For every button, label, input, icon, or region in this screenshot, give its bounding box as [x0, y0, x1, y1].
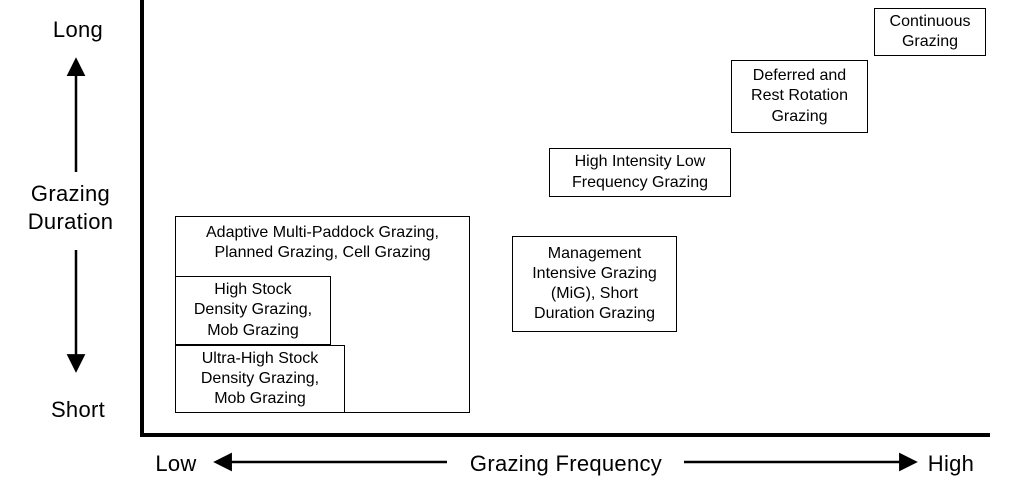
x-axis-right-label: High: [927, 451, 975, 476]
x-axis-line: [140, 433, 990, 437]
box-ultra-high-stock-density-grazing: Ultra-High Stock Density Grazing, Mob Gr…: [175, 345, 345, 413]
box-label: Adaptive Multi-Paddock Grazing, Planned …: [206, 224, 439, 262]
box-continuous-grazing: Continuous Grazing: [874, 8, 986, 56]
box-label: High Stock Density Grazing, Mob Grazing: [193, 281, 313, 339]
y-axis-top-label: Long: [52, 17, 104, 42]
box-label: Management Intensive Grazing (MiG), Shor…: [532, 244, 657, 323]
box-label: Continuous Grazing: [889, 12, 971, 50]
y-axis-title: Grazing Duration: [27, 181, 114, 234]
x-axis-title: Grazing Frequency: [469, 451, 663, 476]
box-deferred-rest-rotation-grazing: Deferred and Rest Rotation Grazing: [731, 60, 868, 133]
box-management-intensive-grazing: Management Intensive Grazing (MiG), Shor…: [512, 236, 677, 332]
y-axis-line: [140, 0, 144, 437]
box-label: Deferred and Rest Rotation Grazing: [751, 67, 848, 125]
box-high-intensity-low-frequency-grazing: High Intensity Low Frequency Grazing: [549, 148, 731, 197]
x-axis-left-label: Low: [155, 451, 197, 476]
box-label: High Intensity Low Frequency Grazing: [571, 153, 709, 191]
y-axis-bottom-label: Short: [50, 397, 106, 422]
box-label: Ultra-High Stock Density Grazing, Mob Gr…: [200, 349, 320, 408]
box-high-stock-density-grazing: High Stock Density Grazing, Mob Grazing: [175, 276, 331, 345]
